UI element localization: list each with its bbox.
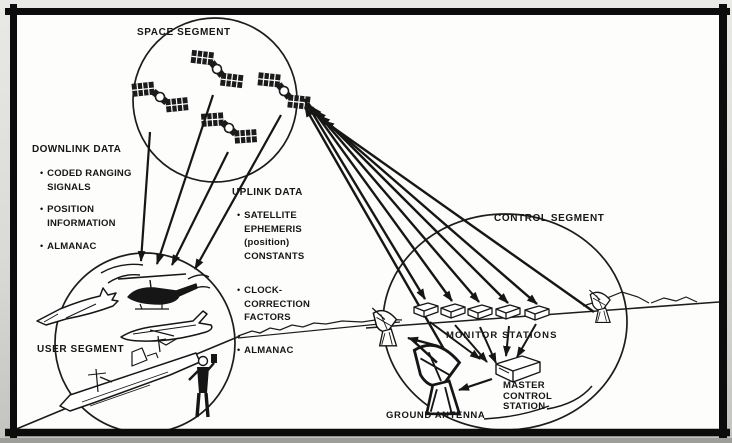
monitor-stations bbox=[413, 302, 550, 321]
ground-antenna-dish bbox=[410, 338, 461, 416]
airplane-icon bbox=[120, 310, 213, 346]
downlink-title: DOWNLINK DATA bbox=[32, 144, 122, 155]
ground-antenna-label: GROUND ANTENNA bbox=[386, 410, 486, 421]
space-shuttle-icon bbox=[36, 287, 119, 326]
uplink-data-block: UPLINK DATA • SATELLITE EPHEMERIS (posit… bbox=[232, 187, 352, 362]
gps-satellites bbox=[131, 50, 312, 146]
downlink-item: • CODED RANGING SIGNALS bbox=[40, 168, 132, 193]
downlink-arrows bbox=[137, 94, 282, 270]
monitor-stations-label: MONITOR STATIONS bbox=[446, 330, 558, 341]
satellite-icon bbox=[255, 72, 312, 109]
bullet-icon: • bbox=[40, 241, 44, 251]
bullet-icon: • bbox=[40, 204, 44, 214]
satellite-icon bbox=[188, 50, 245, 88]
bullet-icon: • bbox=[237, 210, 241, 220]
downlink-item: • ALMANAC bbox=[40, 241, 97, 252]
master-control-station-label: MASTER CONTROL STATION bbox=[503, 380, 553, 412]
user-segment-vehicles bbox=[36, 263, 217, 418]
bullet-icon: • bbox=[237, 285, 241, 295]
uplink-item: • ALMANAC bbox=[237, 345, 294, 356]
leader-lines bbox=[483, 385, 593, 420]
page-border bbox=[5, 4, 730, 440]
uplink-title: UPLINK DATA bbox=[232, 187, 303, 198]
space-control-links bbox=[302, 98, 595, 352]
right-antenna bbox=[588, 289, 611, 324]
space-segment-label: SPACE SEGMENT bbox=[137, 27, 231, 38]
ship-icon bbox=[59, 335, 201, 412]
control-segment-label: CONTROL SEGMENT bbox=[494, 213, 605, 224]
master-control-station bbox=[495, 355, 541, 383]
satellite-icon bbox=[131, 78, 188, 115]
downlink-data-block: DOWNLINK DATA • CODED RANGING SIGNALS • … bbox=[32, 144, 182, 264]
monitor-to-mcs-arrows bbox=[429, 321, 537, 364]
scan-edge-shadow bbox=[0, 438, 732, 443]
satellite-icon bbox=[201, 110, 257, 146]
helicopter-icon bbox=[100, 263, 211, 310]
uplink-item: • SATELLITE EPHEMERIS (position) CONSTAN… bbox=[237, 210, 305, 262]
user-segment-label: USER SEGMENT bbox=[37, 344, 125, 355]
soldier-icon bbox=[188, 354, 217, 418]
downlink-item: • POSITION INFORMATION bbox=[40, 204, 116, 229]
terrain-lines bbox=[13, 291, 720, 431]
uplink-item: • CLOCK- CORRECTION FACTORS bbox=[237, 285, 311, 323]
bullet-icon: • bbox=[237, 345, 241, 355]
bullet-icon: • bbox=[40, 168, 44, 178]
